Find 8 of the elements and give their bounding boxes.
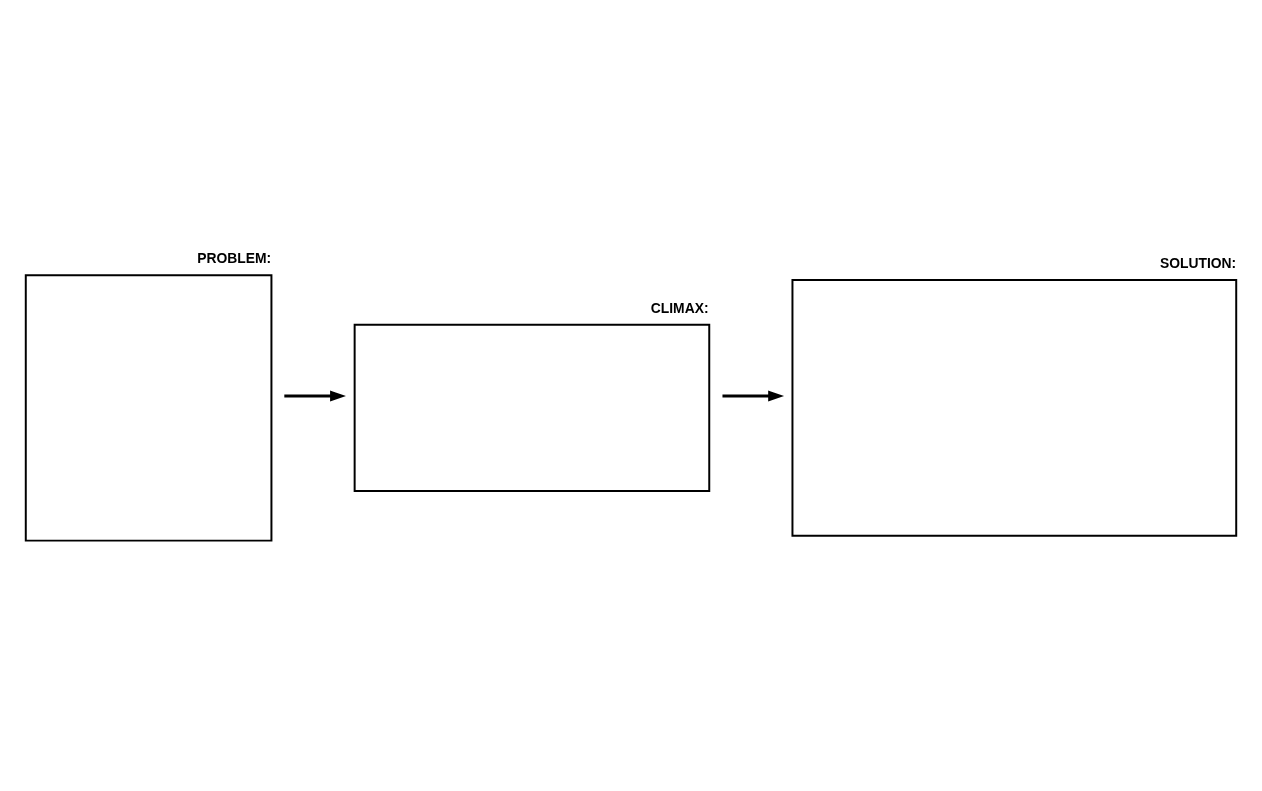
node-label: CLIMAX: <box>650 299 709 316</box>
node-label: PROBLEM: <box>197 249 272 266</box>
node-label: SOLUTION: <box>1159 254 1237 271</box>
arrow <box>284 389 346 402</box>
node-box <box>24 273 273 542</box>
node-box <box>353 323 711 492</box>
arrow <box>722 389 785 402</box>
node-box <box>791 278 1238 537</box>
